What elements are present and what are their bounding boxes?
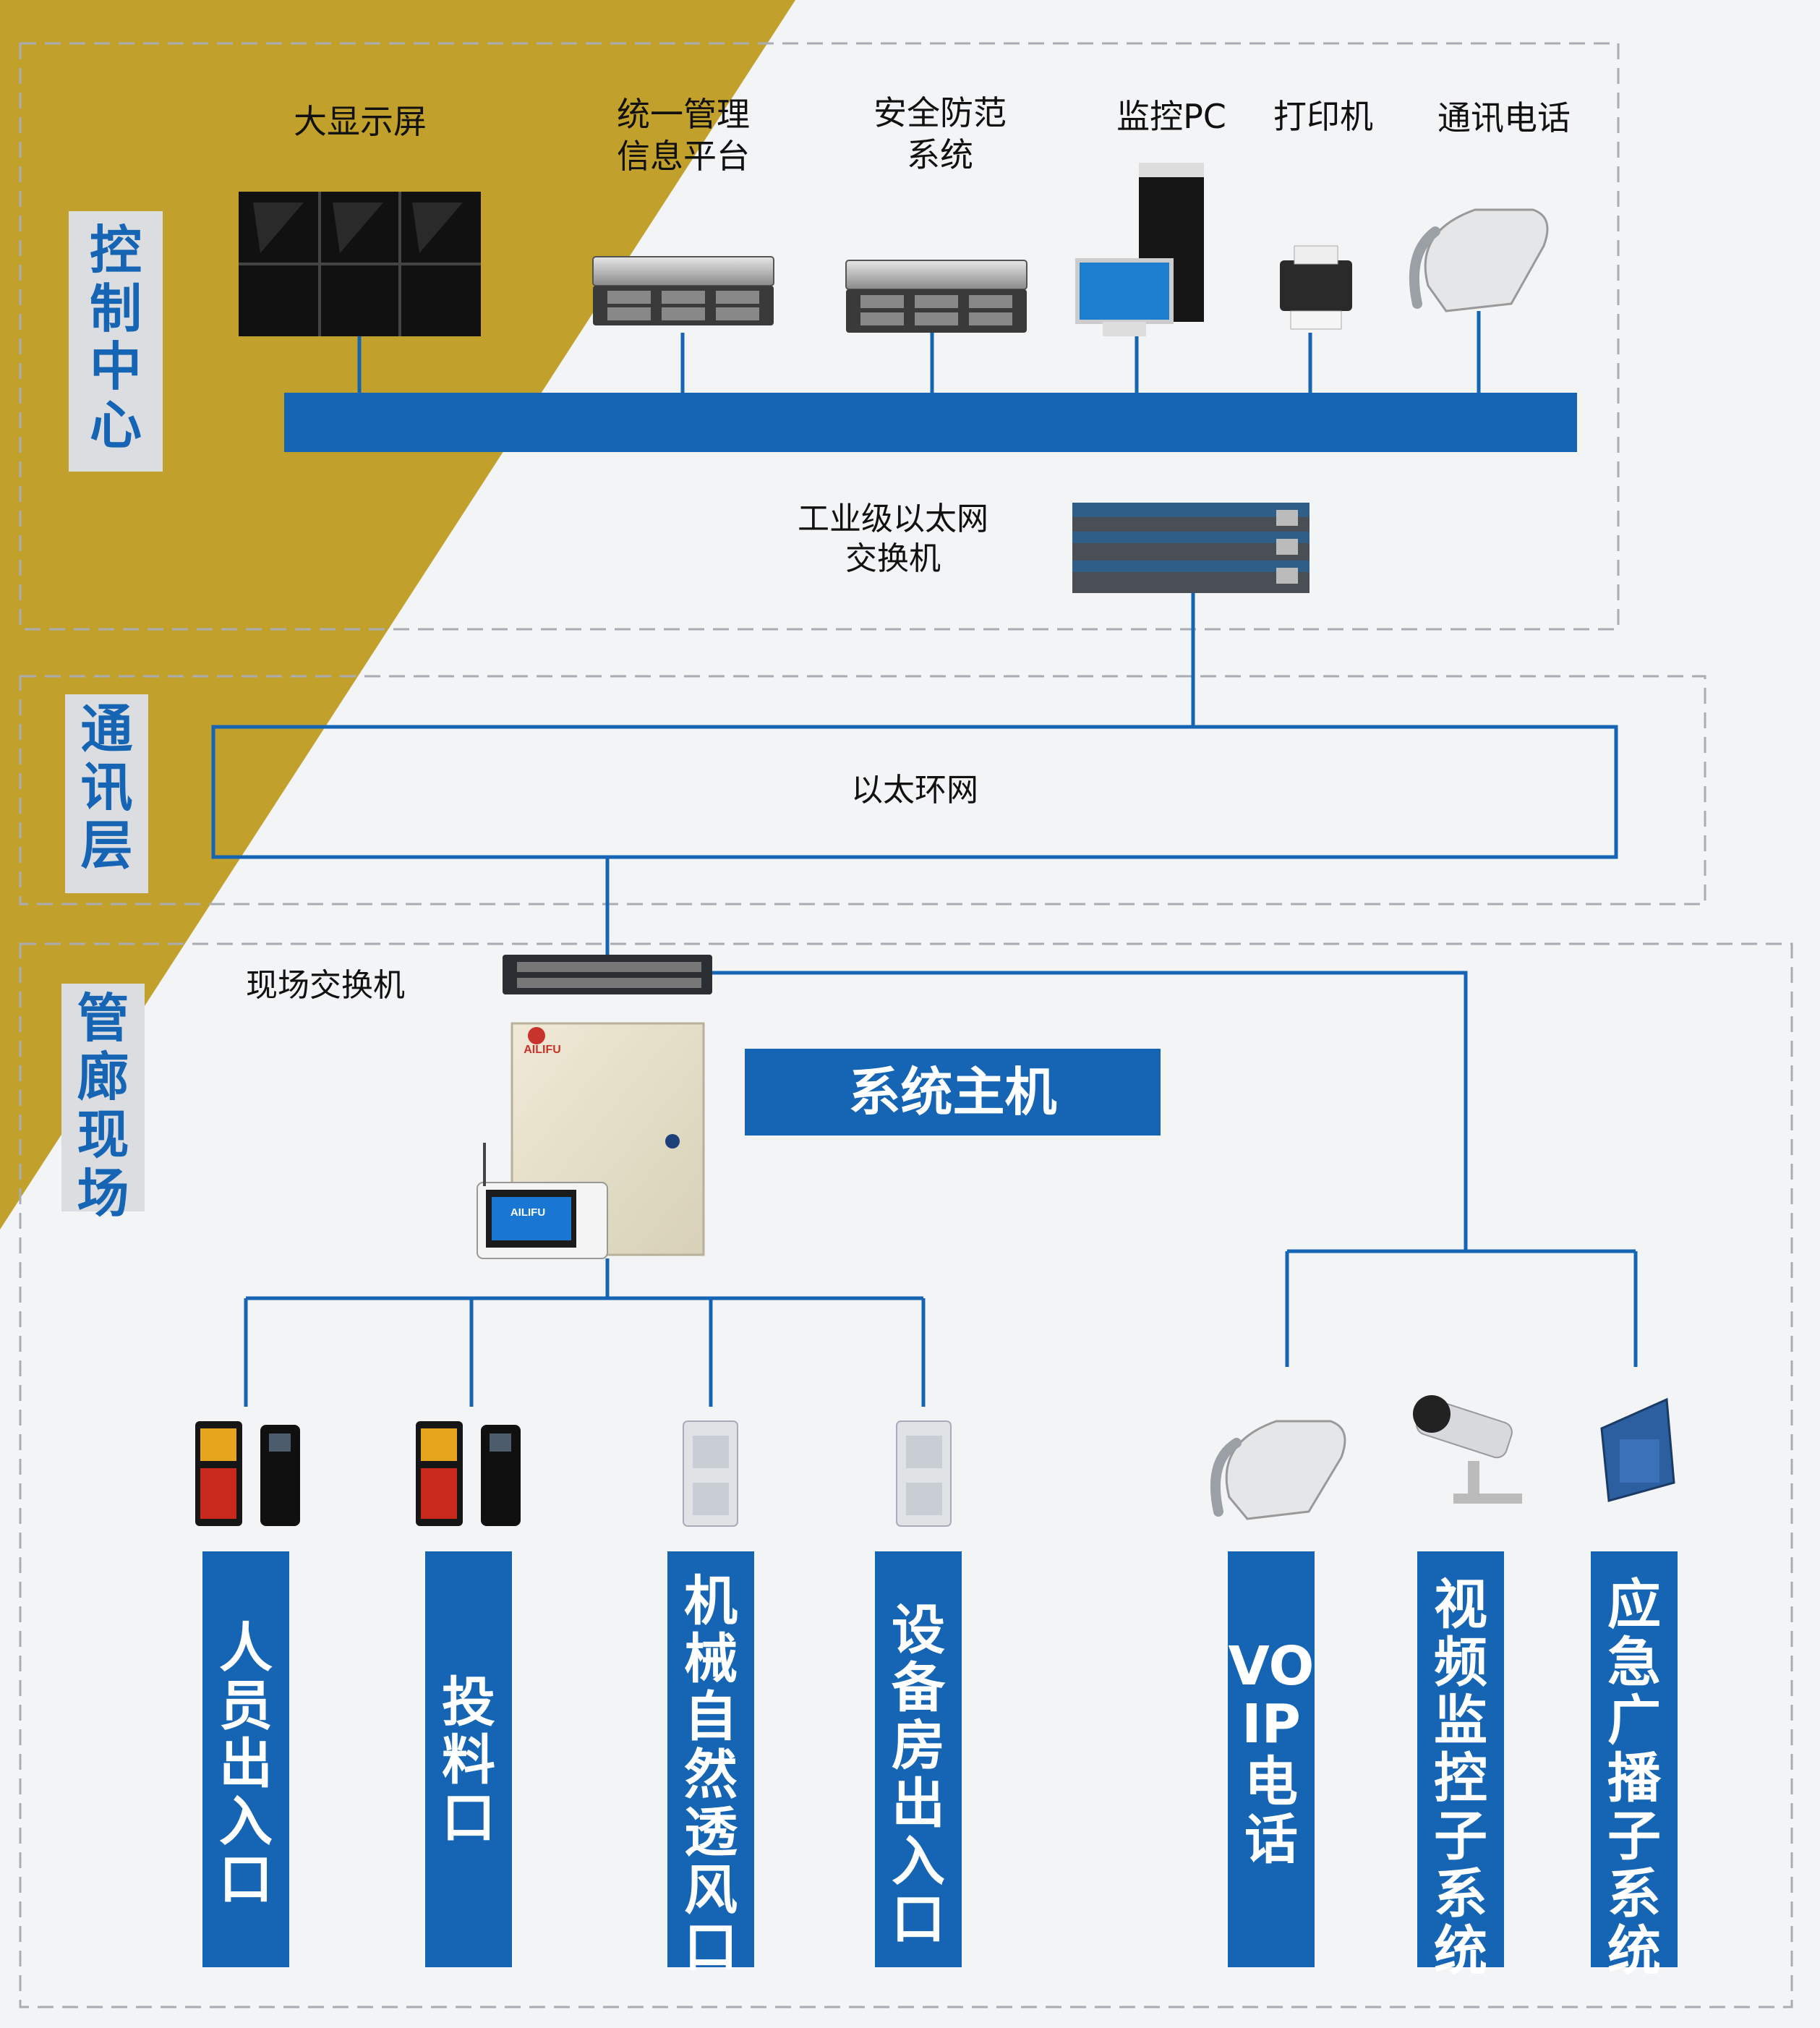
panel-brand: AILIFU [510,1206,546,1219]
telephone-icon [1409,208,1549,312]
endpoint-natural-vent: 机械自然透风口 [667,1551,754,1977]
label-ethernet-ring: 以太环网 [851,772,978,809]
site-switch-icon [503,955,712,994]
speaker-icon [1600,1397,1675,1502]
section-comm-layer: 通讯层 [65,694,148,893]
monitor-pc-icon [1075,163,1204,336]
detector-2-icon [896,1420,952,1527]
system-host-label: 系统主机 [745,1049,1161,1136]
label-printer: 打印机 [1273,97,1373,136]
endpoint-feeding-port: 投料口 [425,1551,512,1967]
endpoint-equipment-room-entrance: 设备房出入口 [875,1551,962,1967]
label-mgmt-platform: 统一管理 信息平台 [617,95,750,176]
card-reader-2-icon [416,1421,521,1526]
label-monitor-pc: 监控PC [1116,97,1226,136]
bus-drops [244,311,1638,1407]
industrial-switch-icon [1072,503,1310,593]
voip-phone-icon [1210,1420,1346,1520]
comm-layer-frame [19,675,1706,906]
control-center-frame [19,42,1620,631]
section-site: 管廊现场 [61,984,145,1222]
cctv-camera-icon [1413,1395,1522,1504]
card-reader-1-icon [195,1421,300,1526]
video-wall-icon [239,192,481,336]
security-server-icon [845,260,1028,333]
ethernet-ring [211,725,1618,859]
endpoint-emergency-broadcast: 应急广播子系统 [1591,1551,1678,1980]
endpoint-video-surveillance: 视频监控子系统 [1417,1551,1504,1980]
cabinet-brand: AILIFU [524,1044,561,1056]
label-telephone: 通讯电话 [1437,98,1571,137]
printer-icon [1280,245,1352,330]
endpoint-personnel-entrance: 人员出入口 [202,1551,289,1967]
network-bus [284,393,1577,452]
label-security-system: 安全防范 系统 [873,93,1007,174]
label-big-screen: 大显示屏 [294,102,427,141]
management-server-icon [592,256,774,325]
section-control-center: 控制中心 [69,211,163,472]
label-industrial-switch: 工业级以太网 交换机 [798,500,988,577]
touch-panel-icon [477,1143,608,1259]
label-site-switch: 现场交换机 [246,967,405,1004]
site-frame [19,942,1793,2008]
detector-1-icon [683,1420,738,1527]
